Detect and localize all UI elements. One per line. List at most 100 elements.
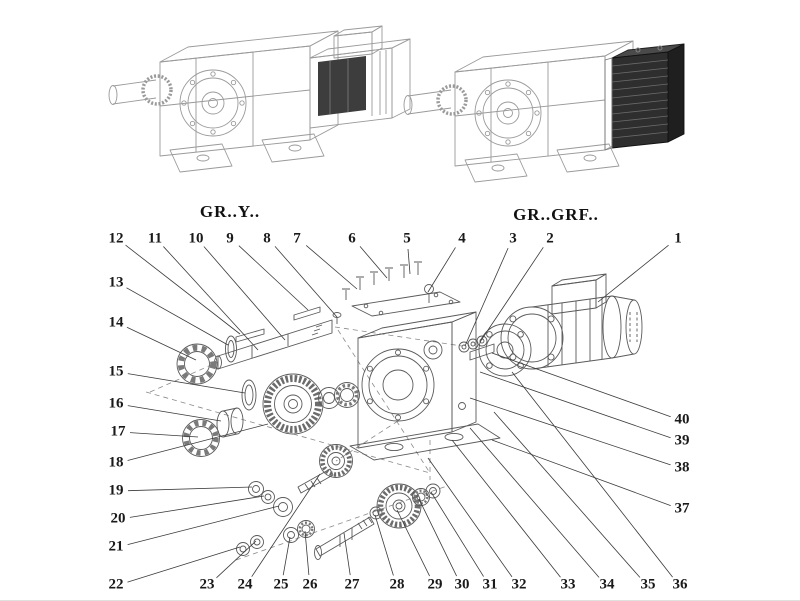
input-shaft <box>214 319 333 370</box>
leader-line-12 <box>125 244 241 335</box>
leader-line-10 <box>203 246 286 341</box>
leader-line-29 <box>396 509 430 577</box>
callout-number-30: 30 <box>452 576 472 593</box>
callout-number-28: 28 <box>387 576 407 593</box>
seal-rings <box>283 520 315 543</box>
callout-number-20: 20 <box>108 510 128 527</box>
callout-number-31: 31 <box>480 576 500 593</box>
callout-number-8: 8 <box>261 230 273 247</box>
leader-line-33 <box>451 439 561 578</box>
exploded-view <box>145 261 643 561</box>
callout-number-6: 6 <box>346 230 358 247</box>
leader-line-31 <box>430 491 484 577</box>
callout-number-16: 16 <box>106 395 126 412</box>
drive-unit-heatsink <box>604 43 685 151</box>
leader-line-30 <box>418 498 457 577</box>
callout-number-15: 15 <box>106 363 126 380</box>
callout-number-39: 39 <box>672 432 692 449</box>
callout-number-2: 2 <box>544 230 556 247</box>
leader-line-20 <box>129 495 265 518</box>
gear-housing <box>349 311 501 461</box>
callout-number-26: 26 <box>300 576 320 593</box>
leader-line-35 <box>493 411 641 578</box>
leader-line-24 <box>251 473 321 577</box>
callout-number-13: 13 <box>106 274 126 291</box>
bolt-circle <box>181 71 245 135</box>
small-gear <box>319 444 353 478</box>
leader-line-14 <box>126 326 197 361</box>
ball-bearing-lower <box>182 419 220 457</box>
leader-line-11 <box>162 246 259 351</box>
leader-line-8 <box>274 246 338 318</box>
callout-number-34: 34 <box>597 576 617 593</box>
retaining-ring <box>225 335 237 363</box>
cover-bolts <box>342 261 422 300</box>
output-washers <box>458 335 488 353</box>
callout-number-22: 22 <box>106 576 126 593</box>
output-shaft <box>314 516 375 560</box>
electric-motor <box>500 273 643 370</box>
callout-number-10: 10 <box>186 230 206 247</box>
callout-number-24: 24 <box>235 576 255 593</box>
bolt-circle <box>476 81 540 145</box>
leader-line-19 <box>127 486 253 492</box>
callout-number-37: 37 <box>672 500 692 517</box>
illustration-gearmotor-compact-drive <box>403 40 685 183</box>
callout-number-5: 5 <box>401 230 413 247</box>
leader-line-27 <box>343 532 351 576</box>
illustration-gearmotor-foot-mount <box>108 25 411 173</box>
leader-line-18 <box>127 423 269 461</box>
callout-number-32: 32 <box>509 576 529 593</box>
callout-number-3: 3 <box>507 230 519 247</box>
leader-line-13 <box>126 287 229 346</box>
leader-line-15 <box>127 373 246 394</box>
output-gear <box>376 483 422 529</box>
callout-number-11: 11 <box>145 230 165 247</box>
callout-number-18: 18 <box>106 454 126 471</box>
small-washers-lower <box>236 535 264 556</box>
housing-cover-plate <box>351 291 461 317</box>
callout-number-19: 19 <box>106 482 126 499</box>
leader-line-16 <box>127 405 222 422</box>
callout-number-27: 27 <box>342 576 362 593</box>
leader-line-4 <box>427 247 456 293</box>
leader-line-32 <box>427 457 513 578</box>
leader-line-22 <box>127 546 241 583</box>
callout-number-7: 7 <box>291 230 303 247</box>
callout-number-14: 14 <box>106 314 126 331</box>
callout-number-1: 1 <box>672 230 684 247</box>
leader-line-3 <box>464 247 509 347</box>
leader-line-28 <box>374 514 394 576</box>
leader-line-26 <box>304 530 310 576</box>
adapter-flange <box>478 323 532 377</box>
leader-line-38 <box>469 397 671 466</box>
callout-number-9: 9 <box>224 230 236 247</box>
leader-line-17 <box>129 432 199 438</box>
leader-line-39 <box>479 371 671 439</box>
shaft-keys <box>235 306 321 343</box>
callout-number-25: 25 <box>271 576 291 593</box>
leader-line-36 <box>511 371 673 578</box>
leader-line-37 <box>491 439 671 506</box>
callout-number-35: 35 <box>638 576 658 593</box>
leader-line-34 <box>469 427 600 578</box>
leader-line-40 <box>491 352 671 418</box>
leader-line-25 <box>282 536 291 576</box>
callout-number-12: 12 <box>106 230 126 247</box>
leader-line-6 <box>359 246 388 279</box>
ball-bearing-upper <box>176 343 218 385</box>
spacer-bushing <box>216 407 244 438</box>
callout-number-4: 4 <box>456 230 468 247</box>
gear-side-bearing <box>334 382 360 408</box>
callout-number-40: 40 <box>672 411 692 428</box>
callout-number-17: 17 <box>108 423 128 440</box>
leader-line-1 <box>597 244 669 303</box>
large-gear <box>262 373 324 435</box>
leader-line-7 <box>305 245 358 290</box>
leader-line-9 <box>238 245 309 311</box>
leader-line-23 <box>215 540 257 579</box>
leader-line-2 <box>479 247 544 343</box>
oil-seal <box>241 379 257 411</box>
breather-plug <box>332 312 342 324</box>
